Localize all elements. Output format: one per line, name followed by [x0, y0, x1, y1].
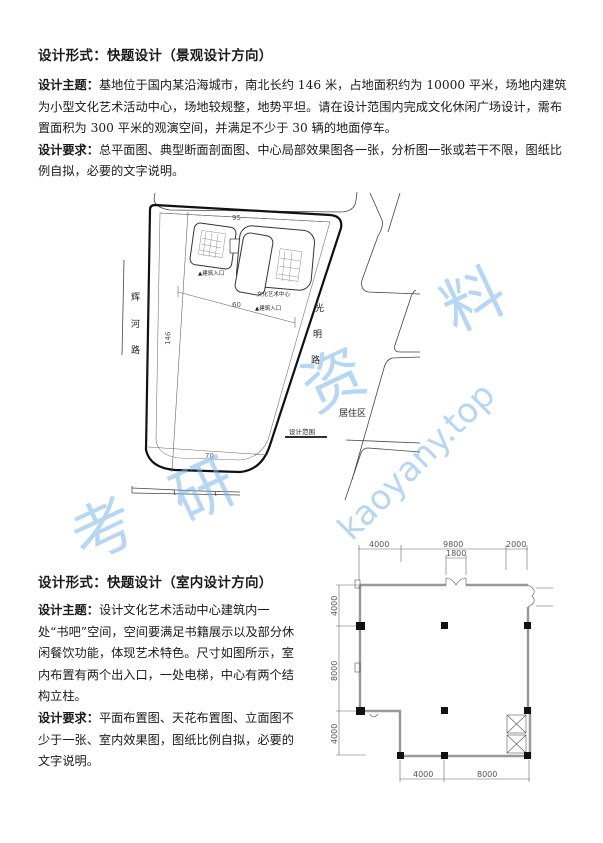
- section1-theme-text: 基地位于国内某沿海城市，南北长约 146 米，占地面积约为 10000 平米，场…: [38, 78, 567, 136]
- site-boundary: [144, 203, 343, 474]
- road-left-1: 辉: [131, 292, 140, 303]
- boundary-label: 设计范围: [289, 427, 315, 436]
- dim-left: 146: [164, 331, 172, 345]
- section2-heading: 设计形式：快题设计（室内设计方向）: [38, 575, 273, 591]
- section2-requirements-label: 设计要求：: [38, 710, 99, 725]
- top-dim-2: 9800: [443, 540, 463, 549]
- section1-heading: 设计形式：快题设计（景观设计方向）: [38, 48, 273, 64]
- entrance-right-label: ▲建筑入口: [255, 304, 281, 312]
- top-dim-3: 2000: [506, 540, 526, 549]
- dim-top: 95: [232, 214, 241, 222]
- top-dim-1: 4000: [369, 540, 389, 549]
- section1-requirements-label: 设计要求：: [38, 142, 99, 157]
- left-dim-3: 4000: [330, 724, 339, 744]
- entrance-left-label: ▲建筑入口: [198, 269, 224, 277]
- section2-requirements-text: 平面布置图、天花布置图、立面图不少于一张、室内效果图，图纸比例自拟，必要的文字说…: [38, 710, 294, 769]
- section1-body: 设计主题：基地位于国内某沿海城市，南北长约 146 米，占地面积约为 10000…: [38, 75, 568, 183]
- building-label: 文化艺术中心: [257, 290, 291, 298]
- dim-middle: 60: [232, 301, 241, 309]
- section2-theme-label: 设计主题：: [38, 603, 99, 617]
- dim-bottom: 70: [205, 452, 214, 460]
- bottom-dim-2: 8000: [477, 770, 497, 779]
- road-left-2: 河: [131, 318, 140, 330]
- road-right-3: 路: [311, 354, 320, 366]
- road-left-3: 路: [131, 344, 140, 356]
- section1-requirements-text: 总平面图、典型断面剖面图、中心局部效果图各一张，分析图一张或若干不限，图纸比例自…: [38, 142, 563, 179]
- road-right-2: 明: [313, 329, 322, 340]
- road-right-1: 光: [315, 302, 324, 314]
- section2-theme-text: 设计文化艺术活动中心建筑内一处“书吧”空间，空间要满足书籍展示以及部分休闲餐饮功…: [38, 603, 295, 704]
- door-dim: 1800: [446, 549, 466, 558]
- section1-theme-label: 设计主题：: [38, 78, 99, 92]
- bottom-dim-1: 4000: [413, 770, 433, 779]
- left-dim-1: 4000: [330, 596, 339, 616]
- residential-label: 居住区: [339, 407, 366, 419]
- section2-body: 设计主题：设计文化艺术活动中心建筑内一处“书吧”空间，空间要满足书籍展示以及部分…: [38, 600, 300, 773]
- left-dim-2: 8000: [330, 661, 339, 681]
